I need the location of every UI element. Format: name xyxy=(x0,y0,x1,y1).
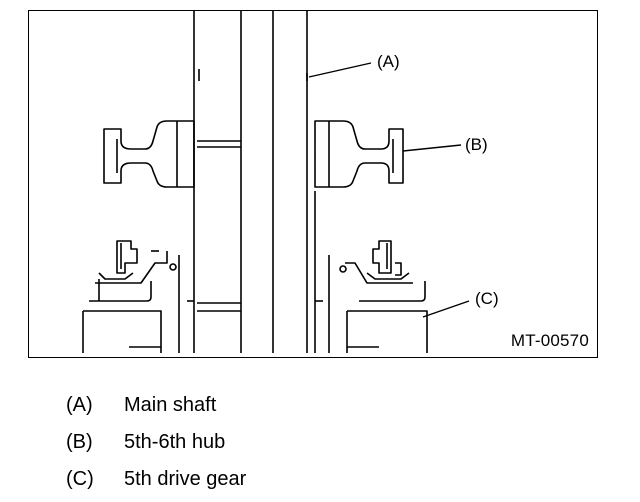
main-shaft xyxy=(193,11,316,353)
legend-item-drive-gear: (C) 5th drive gear xyxy=(66,461,246,498)
hub-right xyxy=(314,120,404,188)
legend-item-main-shaft: (A) Main shaft xyxy=(66,387,246,424)
callout-label-a: (A) xyxy=(377,52,400,71)
legend-item-hub: (B) 5th-6th hub xyxy=(66,424,246,461)
legend-text: 5th drive gear xyxy=(124,468,247,490)
legend-text: Main shaft xyxy=(124,394,217,416)
legend-key: (A) xyxy=(66,394,93,416)
gear-right xyxy=(315,240,428,353)
figure-frame: (A) (B) (C) MT-00570 xyxy=(28,10,598,358)
hub-left xyxy=(103,120,195,188)
legend-key: (C) xyxy=(66,468,94,490)
legend-text: 5th-6th hub xyxy=(124,431,226,453)
figure-id: MT-00570 xyxy=(510,331,589,350)
legend-key: (B) xyxy=(66,431,93,453)
leader-lines xyxy=(308,62,470,318)
gear-left xyxy=(82,240,194,353)
callout-label-b: (B) xyxy=(465,135,488,154)
cross-section-drawing xyxy=(82,11,470,353)
legend: (A) Main shaft (B) 5th-6th hub (C) 5th d… xyxy=(66,387,246,498)
callout-label-c: (C) xyxy=(475,289,499,308)
